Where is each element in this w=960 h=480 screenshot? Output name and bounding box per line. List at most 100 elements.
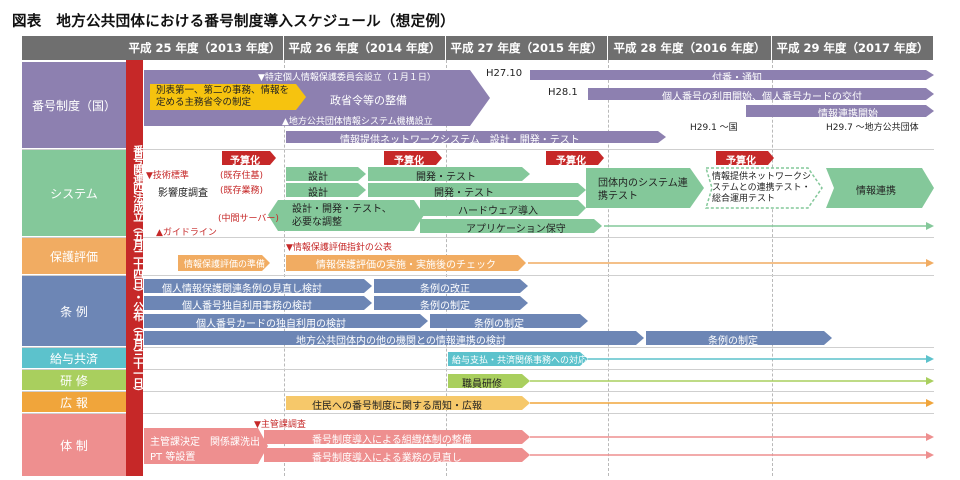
beppyo-label: 別表第一、第二の事務、情報を定める主務省令の制定 [156,85,290,108]
page-title: 図表 地方公共団体における番号制度導入スケジュール（想定例） [12,14,455,30]
tokutei-label: ▼特定個人情報保護委員会設立（１月１日） [258,73,436,83]
hardware-label: ハードウェア導入 [458,206,538,217]
jorei-r3b [430,314,588,328]
guideline-label: ▲ガイドライン [156,228,217,238]
jorei-r1a-label: 個人情報保護関連条例の見直し検討 [162,284,322,295]
budget-label: 予算化 [394,156,424,167]
dantai-test-arrow [586,168,704,208]
taisei-kettei-box [144,428,268,464]
kyuyo-arrow [448,352,588,366]
law-enactment-label: 番号関連四法成立（五月二十四日）・公布（五月三十一日） [126,60,144,476]
renkei-start-label: 情報連携開始 [818,109,878,120]
shukan-label: ▼主管課調査 [254,420,306,430]
year-divider [284,60,285,476]
taisei-r2-label: 番号制度導入による業務の見直し [312,453,462,464]
joho-renkei-label: 情報連携 [856,186,896,197]
taisei-r1-head [926,433,934,441]
kizon-jumin-label: (既存住基) [220,171,264,181]
renkei-start-arrow [746,105,934,117]
taisei-r2 [264,448,530,462]
hogo-shishin-label: ▼情報保護評価指針の公表 [286,243,392,253]
jorei-r4b-label: 条例の制定 [708,336,758,347]
jorei-r4b [646,331,832,345]
h2710-label: H27.10 [486,68,523,79]
kizon-gyomu-label: (既存業務) [220,186,264,196]
sekkei2-label: 設計 [308,188,328,199]
dantai-test-label: 団体内のシステム連携テスト [598,178,688,202]
sekkei1-arrow [286,167,366,181]
koho-line-head [926,399,934,407]
budget-marker [716,151,774,165]
jorei-r2b-label: 条例の制定 [420,301,470,312]
kenshu-label: 職員研修 [462,379,502,390]
eikyo-label: 影響度調査 [158,188,208,199]
category-system: システム [22,150,126,236]
h297-label: H29.7 〜地方公共団体 [826,123,919,133]
year-divider [608,60,609,476]
category-hogo: 保護評価 [22,238,126,274]
row-divider [22,391,934,392]
kyuyo-label: 給与支払・共済関係事務への対応 [452,356,588,366]
app-label: アプリケーション保守 [466,224,566,235]
jorei-r3b-label: 条例の制定 [474,319,524,330]
budget-marker [222,151,276,165]
jorei-r1b-label: 条例の改正 [420,284,470,295]
hogo-jisshi-label: 情報保護評価の実施・実施後のチェック [316,260,496,271]
gijutsu-label: ▼技術標準 [146,171,189,181]
taisei-r1-label: 番号制度導入による組織体制の整備 [312,435,472,446]
year-header-2017: 平成 29 年度（2017 年度） [772,36,934,60]
year-header-2016: 平成 28 年度（2016 年度） [608,36,772,60]
h291-label: H29.1 〜国 [690,123,738,133]
hogo-jisshi-arrow [286,255,526,271]
budget-label: 予算化 [556,156,586,167]
taisei-r1 [264,430,530,444]
fuban-arrow [530,70,934,80]
category-kuni: 番号制度（国） [22,62,126,148]
hogo-line-head [926,259,934,267]
category-taisei: 体 制 [22,414,126,476]
renkei-test-label: 情報提供ネットワークシステムとの連携テスト・総合運用テスト [712,172,812,204]
beppyo-box [150,84,306,110]
joho-renkei-arrow [826,168,934,208]
network-design-label: 情報提供ネットワークシステム 設計・開発・テスト [340,135,580,146]
kaihatsu2-label: 開発・テスト [434,188,494,199]
koho-label: 住民への番号制度に関する周知・広報 [312,401,482,412]
year-header-2013: 平成 25 年度（2013 年度） [126,36,284,60]
kenshu-arrow [448,374,530,388]
jorei-r3a-label: 個人番号カードの独自利用の検討 [196,319,346,330]
fuban-label: 付番・通知 [712,73,762,84]
kaihatsu2-arrow [368,183,586,197]
hogo-junbi-arrow [178,255,270,271]
network-design-arrow [286,131,666,143]
jorei-r1a [144,279,372,293]
seirei-label: 政省令等の整備 [330,94,407,107]
hogo-junbi-label: 情報保護評価の準備 [184,260,266,270]
card-label: 個人番号の利用開始、個人番号カードの交付 [662,92,862,103]
header-corner [22,36,126,60]
sekkei2-arrow [286,183,366,197]
category-kyuyo: 給与共済 [22,348,126,368]
row-divider [22,369,934,370]
app-line-head [926,222,934,230]
jorei-r2b [374,296,528,310]
budget-label: 予算化 [726,156,756,167]
jorei-r2a [144,296,372,310]
row-divider [22,275,934,276]
jorei-r4a [144,331,644,345]
year-header-2015: 平成 27 年度（2015 年度） [446,36,608,60]
kaihatsu1-arrow [368,167,530,181]
sekkei1-label: 設計 [308,172,328,183]
budget-marker [384,151,442,165]
taisei-kettei-label: 主管課決定 関係課洗出 [150,437,260,448]
category-kenshu: 研 修 [22,370,126,390]
taisei-r2-head [926,451,934,459]
chukan-label: (中間サーバー) [218,214,279,224]
hardware-arrow [420,200,586,216]
jorei-r2a-label: 個人番号独自利用事務の検討 [182,301,312,312]
h281-label: H28.1 [548,87,578,98]
year-divider [772,60,773,476]
row-divider [22,347,934,348]
jorei-r4a-label: 地方公共団体内の他の機関との情報連携の検討 [296,336,506,347]
